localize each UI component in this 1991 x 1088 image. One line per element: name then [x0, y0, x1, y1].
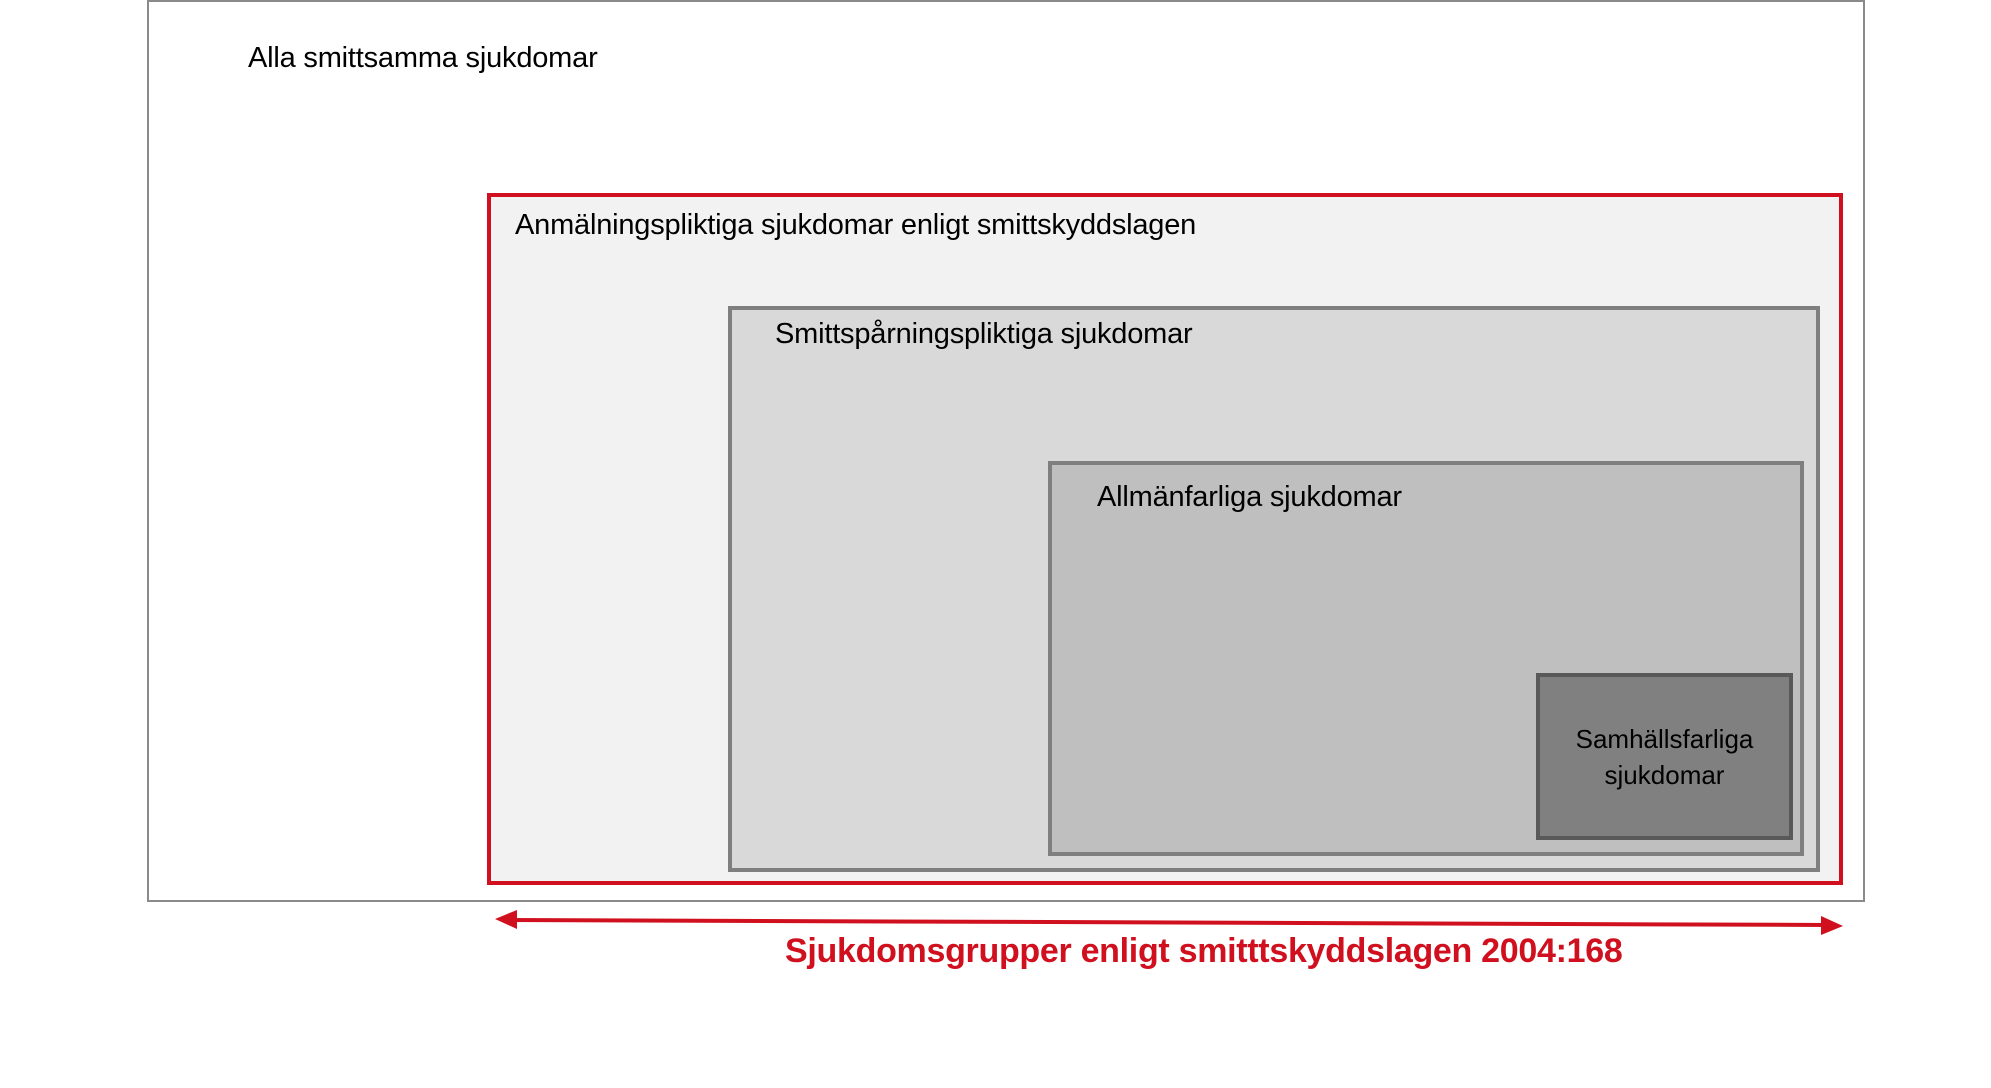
socially-dangerous-diseases-box: Samhällsfarliga sjukdomar [1536, 673, 1793, 840]
socially-dangerous-diseases-label: Samhällsfarliga sjukdomar [1576, 721, 1754, 793]
contact-tracing-diseases-label: Smittspårningspliktiga sjukdomar [775, 318, 1193, 350]
diagram-caption: Sjukdomsgrupper enligt smitttskyddslagen… [785, 932, 1623, 970]
generally-dangerous-diseases-label: Allmänfarliga sjukdomar [1097, 481, 1402, 513]
arrow-right-head [1821, 916, 1843, 935]
arrow-left-head [495, 910, 517, 929]
socially-dangerous-label-line1: Samhällsfarliga [1575, 723, 1754, 754]
all-infectious-diseases-label: Alla smittsamma sjukdomar [248, 42, 598, 74]
double-headed-arrow-icon [495, 910, 1843, 935]
socially-dangerous-label-line2: sjukdomar [1604, 759, 1725, 790]
notifiable-diseases-label: Anmälningspliktiga sjukdomar enligt smit… [515, 209, 1197, 241]
arrow-shaft [508, 918, 1830, 927]
